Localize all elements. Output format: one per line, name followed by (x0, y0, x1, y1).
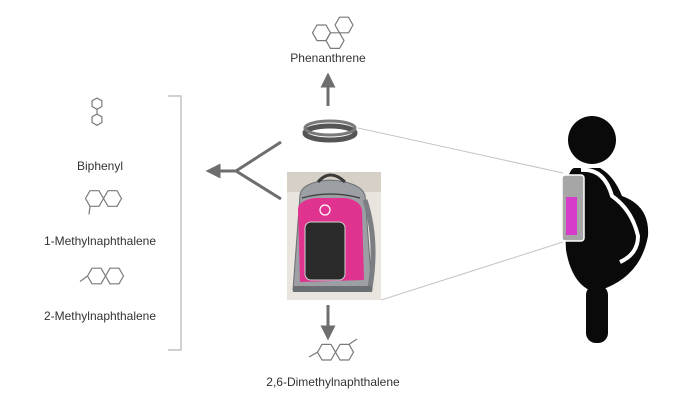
backpack-photo (287, 172, 381, 300)
methylnaphthalene-2-structure-icon (79, 267, 125, 285)
biphenyl-structure-icon (91, 97, 103, 126)
compound-label-biphenyl: Biphenyl (77, 159, 123, 173)
pregnant-person-silhouette-icon (561, 116, 649, 343)
phenanthrene-structure-icon (311, 16, 354, 50)
merge-arrow (205, 140, 282, 201)
projection-line-top (357, 127, 564, 174)
compound-label-phenanthrene: Phenanthrene (290, 51, 366, 65)
projection-line-bottom (380, 241, 564, 301)
compound-label-2-6-dimethylnaphthalene: 2,6-Dimethylnaphthalene (266, 375, 400, 389)
compound-label-2-methylnaphthalene: 2-Methylnaphthalene (44, 309, 156, 323)
left-bracket (168, 95, 182, 351)
methylnaphthalene-1-structure-icon (84, 190, 123, 215)
silicone-wristband-icon (302, 119, 358, 143)
dimethylnaphthalene-structure-icon (308, 338, 358, 361)
compound-label-1-methylnaphthalene: 1-Methylnaphthalene (44, 234, 156, 248)
